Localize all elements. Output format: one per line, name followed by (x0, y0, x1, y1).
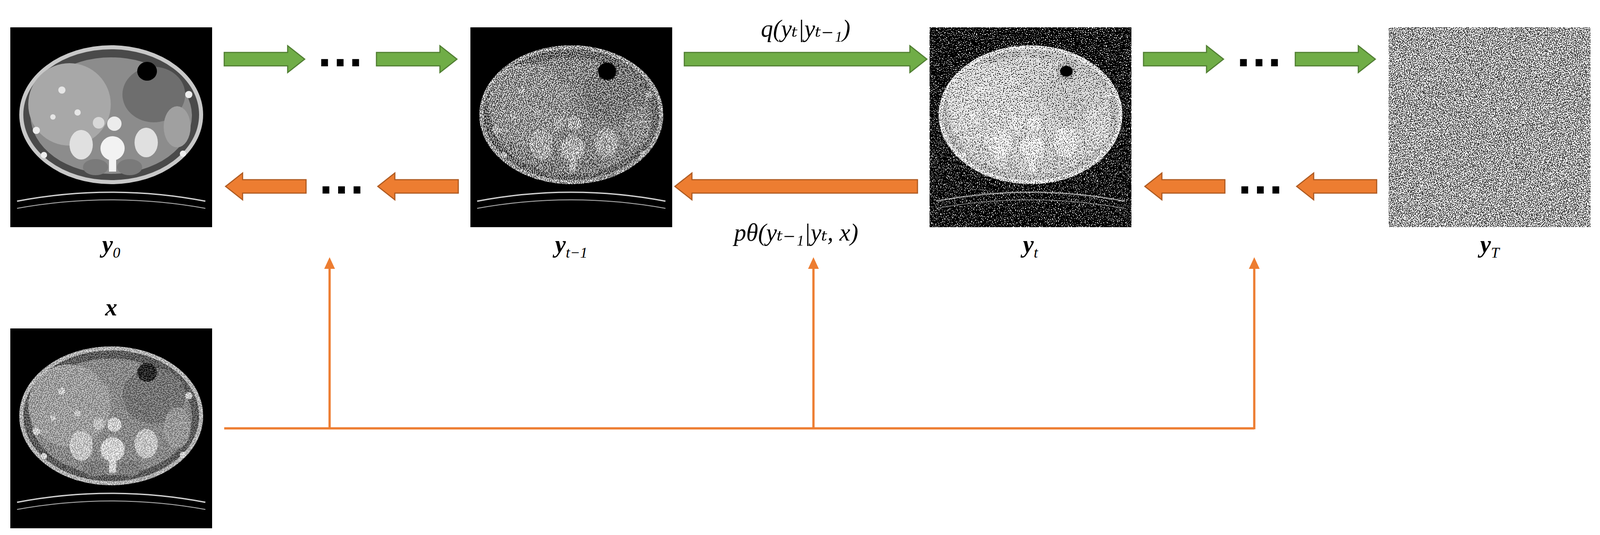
ct-image-low-dose (10, 328, 213, 529)
gas-bubble (598, 62, 617, 80)
variable-label: yT (1388, 230, 1591, 262)
variable-subscript: t (1033, 244, 1038, 261)
variable-symbol: y (1022, 230, 1034, 258)
arrowhead (324, 257, 335, 270)
noise (929, 27, 1132, 228)
ct-couch (477, 192, 666, 209)
arrowhead (808, 257, 819, 270)
image-ground (10, 27, 213, 228)
ellipsis: ... (1235, 33, 1283, 73)
forward-arrow (684, 45, 927, 73)
gas-bubble (1060, 65, 1073, 77)
variable-symbol: x (105, 294, 118, 322)
noise-overlay (10, 328, 213, 529)
noise (1388, 27, 1591, 228)
variable-label: y0 (10, 230, 213, 262)
arrowhead (1248, 257, 1260, 270)
variable-symbol: y (1480, 230, 1492, 258)
image-ground (10, 328, 213, 529)
image-node: yT (1388, 27, 1591, 262)
variable-label: yt−1 (470, 230, 673, 262)
condition-wire (1253, 265, 1256, 430)
ct-couch (936, 192, 1125, 209)
variable-symbol: y (102, 230, 114, 258)
image-ground (470, 27, 673, 228)
variable-symbol: y (555, 230, 566, 258)
variable-subscript: 0 (113, 244, 121, 261)
variable-label: x (10, 293, 213, 323)
condition-arrowheads (324, 257, 1260, 270)
noise (929, 27, 1132, 228)
ct-anatomy (19, 45, 204, 185)
noise (470, 27, 673, 228)
condition-wire (812, 265, 815, 430)
noise-image (1388, 27, 1591, 228)
condition-wire (224, 427, 1255, 431)
ct-anatomy (938, 45, 1123, 185)
noise (10, 328, 213, 529)
ct-couch (17, 493, 206, 510)
reverse-arrow (674, 173, 918, 200)
ct-image-clean (10, 27, 213, 228)
ct-image-noisy (470, 27, 673, 228)
condition-wires (224, 265, 1255, 430)
condition-wire (328, 265, 331, 430)
transition-label: q(yₜ|yₜ₋₁) (757, 14, 855, 44)
ellipsis: ... (318, 160, 366, 200)
transition-label: pθ(yₜ₋₁|yₜ, x) (730, 218, 862, 248)
ellipsis: ... (1237, 160, 1284, 200)
image-node: y0 (10, 27, 213, 262)
noise-overlay (470, 27, 673, 228)
variable-subscript: t−1 (565, 244, 588, 261)
ct-image-very-noisy (929, 27, 1132, 228)
ct-couch (17, 192, 206, 209)
image-node: yt−1 (470, 27, 673, 262)
variable-label: yt (929, 230, 1132, 262)
ellipsis: ... (317, 33, 364, 73)
noise-body (929, 27, 1132, 228)
variable-subscript: T (1491, 244, 1500, 261)
image-ground (1388, 27, 1591, 228)
image-ground (929, 27, 1132, 228)
image-node: yt (929, 27, 1132, 262)
image-node: x (10, 293, 213, 529)
